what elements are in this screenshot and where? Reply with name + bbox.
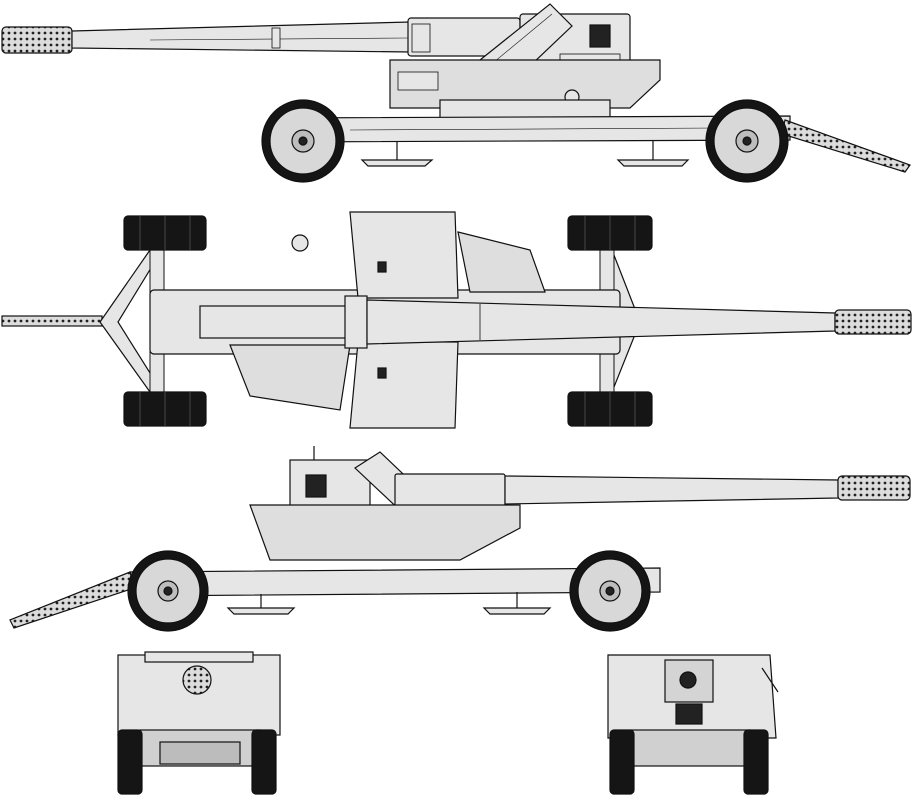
traverse-gear <box>229 344 351 411</box>
rear-view <box>607 654 779 795</box>
tow-bar <box>1 315 103 327</box>
side-view-right <box>9 446 911 632</box>
lower-shield <box>349 341 459 429</box>
muzzle-brake <box>1 26 73 54</box>
wheel <box>251 729 277 795</box>
outrigger-foot <box>616 159 690 167</box>
barrel <box>504 475 839 505</box>
muzzle-brake <box>834 309 912 335</box>
muzzle-brake <box>837 475 911 501</box>
cradle <box>249 504 521 561</box>
elevation-gear <box>457 231 546 293</box>
cradle <box>389 59 661 109</box>
wheel <box>743 729 769 795</box>
outrigger-foot <box>226 607 296 615</box>
barrel-tube <box>366 299 836 345</box>
wheel <box>705 99 789 183</box>
wheel <box>127 550 209 632</box>
muzzle-brake <box>182 665 212 695</box>
outrigger-foot <box>482 607 552 615</box>
barrel <box>199 305 361 339</box>
wheel <box>569 550 651 632</box>
wheel <box>609 729 635 795</box>
barrel <box>71 21 411 53</box>
outrigger-foot <box>360 159 434 167</box>
top-view <box>1 211 912 429</box>
handwheel-icon <box>291 234 309 252</box>
wheel <box>261 99 345 183</box>
tow-bar <box>9 571 135 629</box>
front-view <box>117 651 281 795</box>
barrel-jacket <box>344 295 368 349</box>
carriage-lower <box>629 729 751 767</box>
side-view-left <box>1 3 911 183</box>
wheel <box>117 729 143 795</box>
upper-shield <box>349 211 459 299</box>
barrel-jacket <box>394 473 506 509</box>
tow-bar <box>781 119 911 173</box>
